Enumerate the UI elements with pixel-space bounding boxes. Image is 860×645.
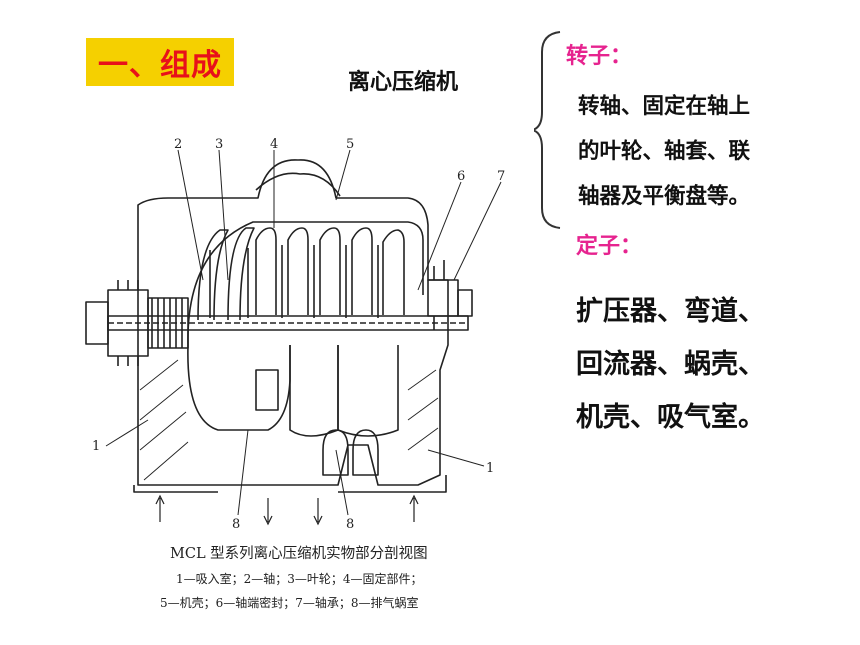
stator-desc-line: 机壳、吸气室。 (576, 402, 765, 433)
figure-legend-line: 5—机壳；6—轴端密封；7—轴承；8—排气蜗室 (160, 596, 419, 610)
callout-number: 7 (497, 169, 505, 184)
impeller-stage (197, 229, 229, 321)
callout-number: 5 (346, 137, 354, 152)
stator-label: 定子： (576, 234, 643, 259)
section-badge: 一、组成 (86, 38, 234, 86)
callout-number: 1 (486, 461, 494, 476)
impeller-stage (351, 227, 373, 315)
casing-outline (137, 159, 449, 486)
figure-caption-title: MCL 型系列离心压缩机实物部分剖视图 (170, 546, 428, 562)
callout-number: 6 (457, 169, 465, 184)
impeller-stage (319, 227, 341, 315)
callout-number: 3 (215, 137, 223, 152)
rotor-brace (534, 31, 561, 229)
compressor-cross-section-drawing: 2 3 4 5 6 7 1 1 8 8 (85, 137, 505, 532)
rotor-desc-line: 的叶轮、轴套、联 (578, 139, 751, 164)
callout-number: 1 (92, 439, 100, 454)
callout-number: 8 (346, 517, 354, 532)
impeller-stage (287, 227, 309, 315)
stator-desc-line: 回流器、蜗壳、 (576, 349, 765, 380)
callout-number: 8 (232, 517, 240, 532)
figure-legend-line: 1—吸入室；2—轴；3—叶轮；4—固定部件； (176, 572, 423, 586)
rotor-description: 转轴、固定在轴上 的叶轮、轴套、联 轴器及平衡盘等。 (578, 84, 828, 219)
slide-title: 离心压缩机 (348, 70, 459, 95)
rotor-desc-line: 转轴、固定在轴上 (578, 94, 751, 119)
callout-number: 2 (174, 137, 182, 152)
impeller-stage (382, 229, 405, 315)
callout-number: 4 (270, 137, 278, 152)
rotor-desc-line: 轴器及平衡盘等。 (578, 184, 751, 209)
stator-desc-line: 扩压器、弯道、 (576, 296, 765, 327)
impeller-stage (227, 227, 255, 321)
rotor-label: 转子： (566, 44, 633, 69)
impeller-stage (255, 227, 277, 315)
stator-description: 扩压器、弯道、 回流器、蜗壳、 机壳、吸气室。 (576, 285, 836, 444)
